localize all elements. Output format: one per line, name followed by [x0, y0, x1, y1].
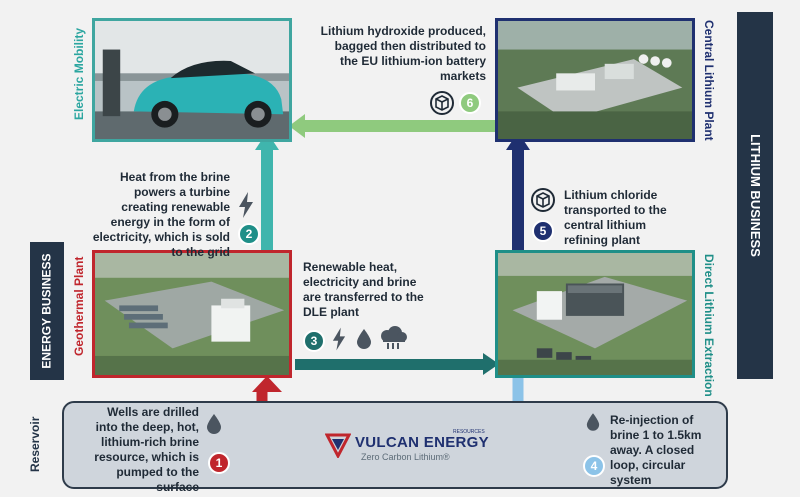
vulcan-logo-name: VULCAN ENERGY	[355, 434, 489, 451]
reservoir-label: Reservoir	[28, 416, 42, 472]
geothermal-plant-label: Geothermal Plant	[72, 256, 86, 356]
step-4-badge: 4	[583, 455, 605, 477]
electric-mobility-image	[92, 18, 292, 142]
box-icon	[531, 188, 555, 212]
vulcan-logo-tagline: Zero Carbon Lithium®	[361, 452, 450, 462]
vulcan-logo-mark-icon	[325, 433, 351, 458]
arrow-dle-to-central	[512, 140, 524, 252]
droplet-icon	[586, 413, 600, 431]
reservoir-panel	[62, 401, 728, 489]
arrow-central-to-ev	[303, 120, 496, 132]
arrow-geothermal-to-dle	[295, 359, 485, 370]
step-3-badge: 3	[303, 330, 325, 352]
step-5-text: Lithium chloride transported to the cent…	[564, 188, 667, 247]
step-6-text: Lithium hydroxide produced, bagged then …	[320, 24, 486, 83]
lithium-business-label: LITHIUM BUSINESS	[747, 134, 763, 257]
box-icon	[430, 91, 454, 115]
step-1-badge: 1	[208, 452, 230, 474]
direct-lithium-extraction-label: Direct Lithium Extraction	[702, 254, 716, 397]
step-4-text: Re-injection of brine 1 to 1.5km away. A…	[610, 413, 702, 487]
lightning-icon	[239, 192, 253, 218]
vulcan-logo: VULCAN ENERGY RESOURCES Zero Carbon Lith…	[325, 429, 515, 464]
energy-business-label: ENERGY BUSINESS	[40, 253, 54, 369]
step-3-text: Renewable heat, electricity and brine ar…	[303, 260, 424, 319]
steam-cloud-icon	[381, 326, 407, 349]
arrow-geothermal-to-ev	[261, 140, 273, 252]
lithium-business-band: LITHIUM BUSINESS	[737, 12, 773, 379]
step-2-badge: 2	[238, 223, 260, 245]
step-2-text: Heat from the brine powers a turbine cre…	[92, 170, 230, 259]
central-lithium-plant-image	[495, 18, 695, 142]
vulcan-logo-resources: RESOURCES	[453, 429, 485, 435]
electric-mobility-label: Electric Mobility	[72, 27, 86, 120]
step-1-text: Wells are drilled into the deep, hot, li…	[94, 405, 199, 494]
step-6-badge: 6	[459, 92, 481, 114]
energy-business-band: ENERGY BUSINESS	[30, 242, 64, 380]
droplet-icon	[357, 329, 371, 349]
lightning-icon	[332, 327, 346, 351]
central-lithium-plant-label: Central Lithium Plant	[702, 20, 716, 141]
droplet-icon	[207, 414, 221, 434]
direct-lithium-extraction-image	[495, 250, 695, 378]
step-5-badge: 5	[532, 220, 554, 242]
geothermal-plant-image	[92, 250, 292, 378]
